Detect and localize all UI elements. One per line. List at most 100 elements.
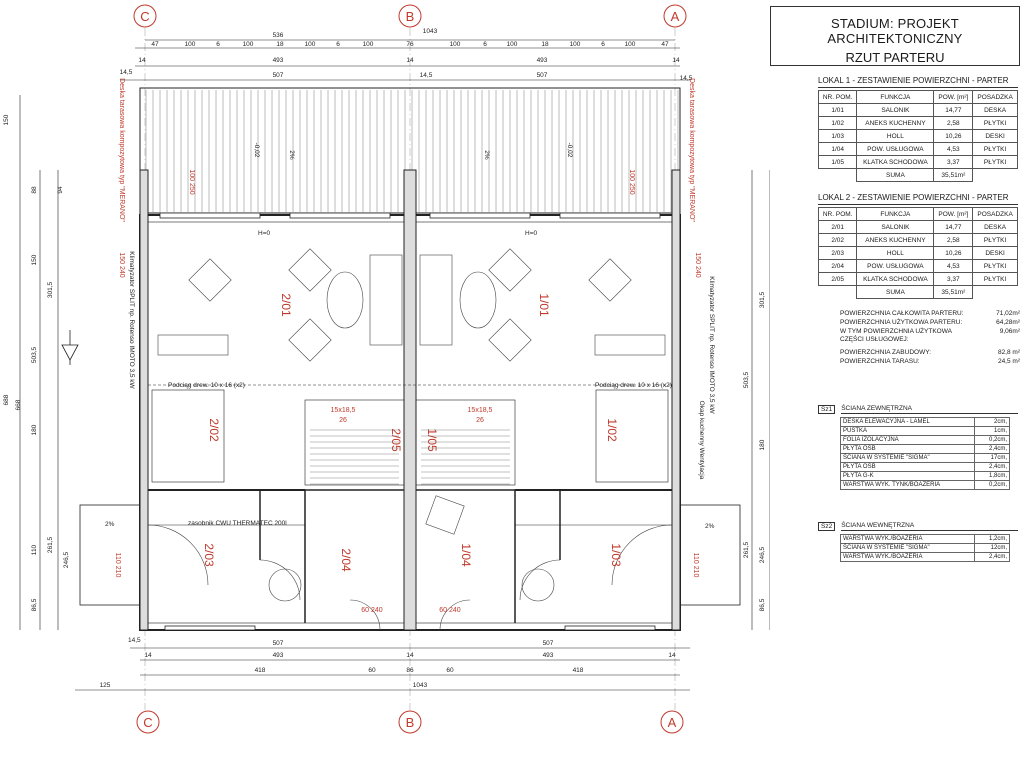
room-1-05: 1/05 bbox=[425, 428, 439, 452]
column-header: FUNKCJA bbox=[856, 90, 935, 104]
column-header: POW. [m²] bbox=[933, 207, 974, 221]
table-cell: DESKA bbox=[972, 220, 1018, 234]
column-header: POW. [m²] bbox=[933, 90, 974, 104]
dim-125: 125 bbox=[100, 682, 111, 689]
layer-thickness: 12cm, bbox=[974, 543, 1010, 553]
dim-301-5: 301,5 bbox=[759, 291, 766, 308]
door-swings bbox=[147, 524, 673, 631]
dim-76: 76 bbox=[406, 41, 414, 48]
building-walls bbox=[139, 169, 681, 631]
dim-47: 47 bbox=[151, 41, 159, 48]
dim-60: 60 bbox=[368, 667, 376, 674]
grid-axis-a-bottom: A bbox=[660, 710, 684, 734]
dim-86-5: 86,5 bbox=[31, 598, 38, 611]
table-cell: 2,58 bbox=[933, 233, 974, 247]
layer-thickness: 1cm, bbox=[974, 426, 1010, 436]
column-header: POSADZKA bbox=[972, 207, 1018, 221]
layer-thickness: 2cm, bbox=[974, 417, 1010, 427]
dim-507: 507 bbox=[273, 640, 284, 647]
table-cell: SALONIK bbox=[856, 220, 935, 234]
table-cell: 1/03 bbox=[817, 129, 858, 143]
table-cell: PŁYTKI bbox=[972, 272, 1018, 286]
layer-name: WARSTWA WYK. TYNK/BOAZERIA bbox=[840, 480, 975, 490]
door-label: 60 240 bbox=[439, 607, 461, 614]
wall-title: ŚCIANA WEWNĘTRZNA bbox=[841, 522, 1018, 531]
floor-plan: C B A C B A 536 1043 bbox=[3, 4, 770, 734]
room-1-02: 1/02 bbox=[605, 418, 619, 442]
layer-name: FOLIA IZOLACYJNA bbox=[840, 435, 975, 445]
summary-terrace: POWIERZCHNIA TARASU:24,5 m² bbox=[840, 358, 1020, 365]
grid-axis-b-bottom: B bbox=[398, 710, 422, 734]
dim-14: 14 bbox=[406, 57, 414, 64]
lokal-2-header: LOKAL 2 - ZESTAWIENIE POWIERZCHNI - PART… bbox=[818, 193, 1018, 205]
dim-668: 668 bbox=[15, 399, 22, 410]
empty-cell bbox=[973, 169, 1018, 182]
layer-name: PŁYTA OSB bbox=[840, 462, 975, 472]
door-label: 100 250 bbox=[188, 169, 195, 194]
table-cell: 10,26 bbox=[933, 246, 974, 260]
grid-axis-c-bottom: C bbox=[136, 710, 160, 734]
dim-6: 6 bbox=[216, 41, 220, 48]
table-cell: PŁYTKI bbox=[972, 259, 1018, 273]
level-002: -0,02 bbox=[566, 143, 573, 158]
grid-label: B bbox=[406, 9, 415, 24]
table-cell: PŁYTKI bbox=[972, 142, 1018, 156]
lokal-1-header: LOKAL 1 - ZESTAWIENIE POWIERZCHNI - PART… bbox=[818, 76, 1018, 88]
title-block: STADIUM: PROJEKT ARCHITEKTONICZNY RZUT P… bbox=[770, 6, 1020, 66]
table-cell: DESKI bbox=[972, 129, 1018, 143]
dim-507: 507 bbox=[543, 640, 554, 647]
door-label: 150 240 bbox=[118, 252, 125, 277]
column-header: FUNKCJA bbox=[856, 207, 935, 221]
title-line-2: RZUT PARTERU bbox=[845, 50, 945, 65]
sum-label: SUMA bbox=[856, 168, 935, 182]
dim-110: 110 bbox=[31, 544, 38, 555]
dim-100: 100 bbox=[243, 41, 254, 48]
note-podciag-right: Podciąg drew. 10 x 16 (x2) bbox=[595, 382, 672, 389]
table-cell: 2/04 bbox=[817, 259, 858, 273]
terrace-decking bbox=[139, 87, 681, 214]
table-cell: HOLL bbox=[856, 129, 935, 143]
summary-usable: POWIERZCHNIA UŻYTKOWA PARTERU:64,28m² bbox=[840, 319, 1020, 326]
wall-layer-row: ŚCIANA W SYSTEMIE "SIGMA"17cm, bbox=[840, 453, 1010, 463]
level-h0-right: H=0 bbox=[525, 230, 537, 237]
slope-2pct: 2% bbox=[483, 150, 490, 160]
dim-88: 88 bbox=[31, 186, 38, 194]
left-dimension-lines bbox=[19, 95, 59, 630]
table-cell: 2/05 bbox=[817, 272, 858, 286]
table-cell: ANEKS KUCHENNY bbox=[856, 116, 935, 130]
dim-418: 418 bbox=[573, 667, 584, 674]
dim-6: 6 bbox=[601, 41, 605, 48]
dim-6: 6 bbox=[336, 41, 340, 48]
note-podciag-left: Podciąg drew. 10 x 16 (x2) bbox=[168, 382, 245, 389]
stairs-count-right: 26 bbox=[476, 417, 484, 424]
room-2-02: 2/02 bbox=[207, 418, 221, 442]
table-cell: ANEKS KUCHENNY bbox=[856, 233, 935, 247]
dim-180: 180 bbox=[31, 424, 38, 435]
empty-cell bbox=[973, 286, 1018, 299]
dim-14: 14 bbox=[668, 652, 676, 659]
table-cell: 4,53 bbox=[933, 142, 974, 156]
table-cell: 14,77 bbox=[933, 103, 974, 117]
room-2-05: 2/05 bbox=[389, 428, 403, 452]
dim-18: 18 bbox=[276, 41, 284, 48]
stairs-count-left: 26 bbox=[339, 417, 347, 424]
grid-label: C bbox=[140, 9, 149, 24]
note-zasobnik: zasobnik CWU THERMATEC 200l bbox=[188, 520, 287, 527]
dim-688: 688 bbox=[3, 394, 10, 405]
room-2-03: 2/03 bbox=[202, 543, 216, 567]
terrace-note-right: Deska tarasowa kompozytowa typ "MERANO" bbox=[688, 78, 695, 222]
layer-name: DESKA ELEWACYJNA - LAMEL bbox=[840, 417, 975, 427]
lokal-1-table: LOKAL 1 - ZESTAWIENIE POWIERZCHNI - PART… bbox=[817, 76, 1018, 182]
layer-name: WARSTWA WYK./BOAZERIA bbox=[840, 552, 975, 562]
